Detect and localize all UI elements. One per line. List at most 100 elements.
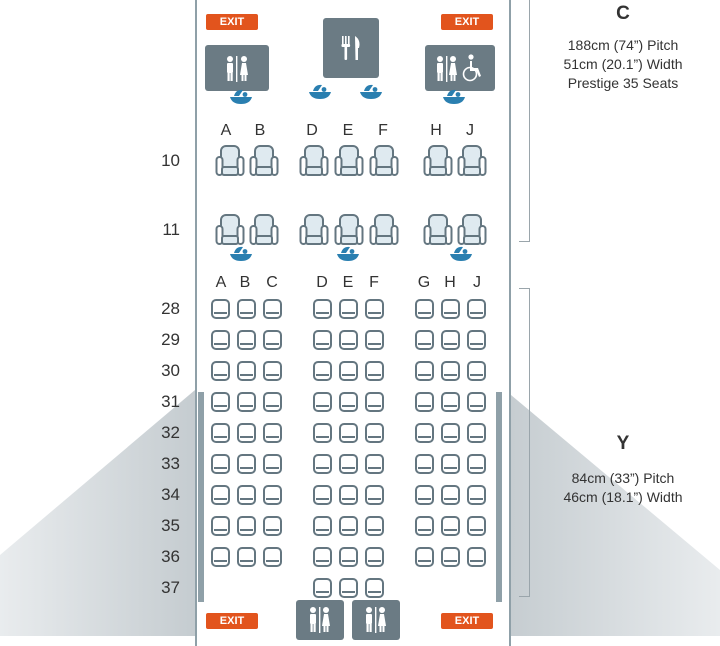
seat-10j[interactable] bbox=[457, 144, 487, 178]
seat-30j[interactable] bbox=[467, 361, 486, 381]
seat-36h[interactable] bbox=[441, 547, 460, 567]
seat-34e[interactable] bbox=[339, 485, 358, 505]
seat-30d[interactable] bbox=[313, 361, 332, 381]
seat-28a[interactable] bbox=[211, 299, 230, 319]
bassinet-icon[interactable] bbox=[228, 245, 254, 261]
seat-28h[interactable] bbox=[441, 299, 460, 319]
seat-29h[interactable] bbox=[441, 330, 460, 350]
seat-29j[interactable] bbox=[467, 330, 486, 350]
seat-32g[interactable] bbox=[415, 423, 434, 443]
seat-32j[interactable] bbox=[467, 423, 486, 443]
seat-11a[interactable] bbox=[215, 213, 245, 247]
seat-10f[interactable] bbox=[369, 144, 399, 178]
seat-33b[interactable] bbox=[237, 454, 256, 474]
seat-37d[interactable] bbox=[313, 578, 332, 598]
seat-34j[interactable] bbox=[467, 485, 486, 505]
seat-30a[interactable] bbox=[211, 361, 230, 381]
seat-29c[interactable] bbox=[263, 330, 282, 350]
seat-33j[interactable] bbox=[467, 454, 486, 474]
seat-31a[interactable] bbox=[211, 392, 230, 412]
seat-35b[interactable] bbox=[237, 516, 256, 536]
bassinet-icon[interactable] bbox=[307, 83, 333, 99]
seat-10d[interactable] bbox=[299, 144, 329, 178]
seat-34d[interactable] bbox=[313, 485, 332, 505]
lavatory-rear-right[interactable] bbox=[352, 600, 400, 640]
seat-11b[interactable] bbox=[249, 213, 279, 247]
seat-28j[interactable] bbox=[467, 299, 486, 319]
seat-34c[interactable] bbox=[263, 485, 282, 505]
seat-35e[interactable] bbox=[339, 516, 358, 536]
seat-31d[interactable] bbox=[313, 392, 332, 412]
lavatory-front-left[interactable] bbox=[205, 45, 269, 91]
seat-36d[interactable] bbox=[313, 547, 332, 567]
seat-33g[interactable] bbox=[415, 454, 434, 474]
seat-34b[interactable] bbox=[237, 485, 256, 505]
seat-34a[interactable] bbox=[211, 485, 230, 505]
seat-33f[interactable] bbox=[365, 454, 384, 474]
seat-29a[interactable] bbox=[211, 330, 230, 350]
seat-29g[interactable] bbox=[415, 330, 434, 350]
seat-36g[interactable] bbox=[415, 547, 434, 567]
seat-37e[interactable] bbox=[339, 578, 358, 598]
seat-32b[interactable] bbox=[237, 423, 256, 443]
seat-11h[interactable] bbox=[423, 213, 453, 247]
seat-28d[interactable] bbox=[313, 299, 332, 319]
bassinet-icon[interactable] bbox=[448, 245, 474, 261]
seat-30b[interactable] bbox=[237, 361, 256, 381]
lavatory-rear-left[interactable] bbox=[296, 600, 344, 640]
seat-29e[interactable] bbox=[339, 330, 358, 350]
lavatory-front-right-accessible[interactable] bbox=[425, 45, 495, 91]
seat-36b[interactable] bbox=[237, 547, 256, 567]
seat-29d[interactable] bbox=[313, 330, 332, 350]
seat-35j[interactable] bbox=[467, 516, 486, 536]
seat-35c[interactable] bbox=[263, 516, 282, 536]
seat-11f[interactable] bbox=[369, 213, 399, 247]
seat-10b[interactable] bbox=[249, 144, 279, 178]
bassinet-icon[interactable] bbox=[228, 88, 254, 104]
seat-35a[interactable] bbox=[211, 516, 230, 536]
seat-28e[interactable] bbox=[339, 299, 358, 319]
seat-11d[interactable] bbox=[299, 213, 329, 247]
seat-36f[interactable] bbox=[365, 547, 384, 567]
seat-28c[interactable] bbox=[263, 299, 282, 319]
seat-11j[interactable] bbox=[457, 213, 487, 247]
seat-29b[interactable] bbox=[237, 330, 256, 350]
seat-32f[interactable] bbox=[365, 423, 384, 443]
seat-37f[interactable] bbox=[365, 578, 384, 598]
seat-31c[interactable] bbox=[263, 392, 282, 412]
seat-31j[interactable] bbox=[467, 392, 486, 412]
seat-30e[interactable] bbox=[339, 361, 358, 381]
seat-33h[interactable] bbox=[441, 454, 460, 474]
seat-10e[interactable] bbox=[334, 144, 364, 178]
seat-31g[interactable] bbox=[415, 392, 434, 412]
seat-28g[interactable] bbox=[415, 299, 434, 319]
seat-31e[interactable] bbox=[339, 392, 358, 412]
seat-31h[interactable] bbox=[441, 392, 460, 412]
bassinet-icon[interactable] bbox=[335, 245, 361, 261]
seat-31b[interactable] bbox=[237, 392, 256, 412]
seat-36a[interactable] bbox=[211, 547, 230, 567]
seat-32c[interactable] bbox=[263, 423, 282, 443]
seat-35g[interactable] bbox=[415, 516, 434, 536]
seat-30g[interactable] bbox=[415, 361, 434, 381]
seat-36e[interactable] bbox=[339, 547, 358, 567]
seat-36j[interactable] bbox=[467, 547, 486, 567]
seat-35f[interactable] bbox=[365, 516, 384, 536]
seat-32h[interactable] bbox=[441, 423, 460, 443]
seat-29f[interactable] bbox=[365, 330, 384, 350]
seat-11e[interactable] bbox=[334, 213, 364, 247]
seat-34f[interactable] bbox=[365, 485, 384, 505]
bassinet-icon[interactable] bbox=[441, 88, 467, 104]
galley[interactable] bbox=[323, 18, 379, 78]
seat-31f[interactable] bbox=[365, 392, 384, 412]
seat-10a[interactable] bbox=[215, 144, 245, 178]
seat-28b[interactable] bbox=[237, 299, 256, 319]
seat-32e[interactable] bbox=[339, 423, 358, 443]
seat-34g[interactable] bbox=[415, 485, 434, 505]
seat-33a[interactable] bbox=[211, 454, 230, 474]
bassinet-icon[interactable] bbox=[358, 83, 384, 99]
seat-32a[interactable] bbox=[211, 423, 230, 443]
seat-30c[interactable] bbox=[263, 361, 282, 381]
seat-35d[interactable] bbox=[313, 516, 332, 536]
seat-30f[interactable] bbox=[365, 361, 384, 381]
